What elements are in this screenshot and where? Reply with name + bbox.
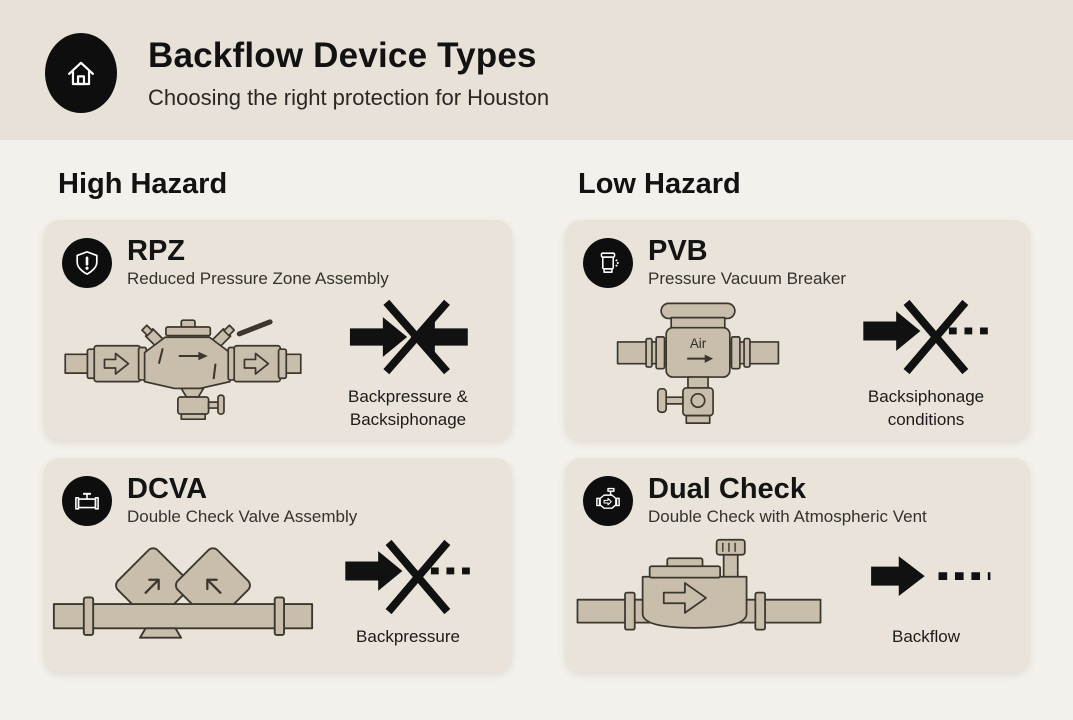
card-dual-header: Dual Check Double Check with Atmospheric… xyxy=(565,458,1030,529)
card-pvb-titles: PVB Pressure Vacuum Breaker xyxy=(648,236,846,289)
pvb-assembly-diagram: Air xyxy=(603,295,793,429)
protection-label: Backflow xyxy=(891,626,961,646)
card-dual-titles: Dual Check Double Check with Atmospheric… xyxy=(648,474,927,527)
card-rpz-titles: RPZ Reduced Pressure Zone Assembly xyxy=(127,236,389,289)
card-pvb-header: PVB Pressure Vacuum Breaker xyxy=(565,220,1030,291)
dcva-flow-block: Backpressure xyxy=(320,533,496,648)
card-pvb: PVB Pressure Vacuum Breaker xyxy=(565,220,1030,440)
card-dual-body: Backflow xyxy=(565,529,1030,655)
card-rpz-header: RPZ Reduced Pressure Zone Assembly xyxy=(44,220,512,291)
dual-check-valve-icon xyxy=(583,475,633,526)
card-dual-check: Dual Check Double Check with Atmospheric… xyxy=(565,458,1030,672)
protection-label: Backpressure xyxy=(356,626,460,646)
device-full-name: Reduced Pressure Zone Assembly xyxy=(127,269,389,289)
card-rpz-body: Backpressure & Backsiphonage xyxy=(44,291,512,436)
device-abbr: Dual Check xyxy=(648,473,806,505)
logo-circle xyxy=(45,33,117,113)
vacuum-breaker-icon xyxy=(583,237,633,288)
card-dcva-titles: DCVA Double Check Valve Assembly xyxy=(127,474,357,527)
flow-blocked-dashed-icon xyxy=(859,293,993,381)
pvb-flow-block: Backsiphonage conditions xyxy=(838,293,1014,430)
page-subtitle: Choosing the right protection for Housto… xyxy=(148,85,550,110)
page-title: Backflow Device Types xyxy=(148,36,537,75)
card-dcva-header: DCVA Double Check Valve Assembly xyxy=(44,458,512,529)
device-abbr: RPZ xyxy=(127,235,185,267)
device-full-name: Double Check Valve Assembly xyxy=(127,507,358,527)
shield-alert-icon xyxy=(62,237,112,288)
dcva-assembly-diagram xyxy=(52,531,314,649)
house-icon xyxy=(59,51,103,95)
protection-label: Backpressure & Backsiphonage xyxy=(348,387,468,429)
flow-blocked-dashed-icon xyxy=(341,533,475,621)
rpz-assembly-diagram xyxy=(52,298,314,426)
header-band: Backflow Device Types Choosing the right… xyxy=(0,0,1073,140)
protection-label: Backsiphonage conditions xyxy=(867,387,985,429)
device-abbr: DCVA xyxy=(127,473,208,505)
flow-blocked-both-directions-icon xyxy=(343,293,473,381)
air-label: Air xyxy=(690,336,707,351)
dual-flow-block: Backflow xyxy=(838,533,1014,648)
device-full-name: Double Check with Atmospheric Vent xyxy=(648,507,927,527)
column-heading-low-hazard: Low Hazard xyxy=(578,168,741,200)
check-valve-icon xyxy=(62,475,112,526)
card-rpz: RPZ Reduced Pressure Zone Assembly xyxy=(44,220,512,440)
flow-dashed-icon xyxy=(859,533,993,621)
device-abbr: PVB xyxy=(648,235,708,267)
card-dcva: DCVA Double Check Valve Assembly xyxy=(44,458,512,672)
column-heading-high-hazard: High Hazard xyxy=(58,168,228,200)
rpz-flow-block: Backpressure & Backsiphonage xyxy=(320,293,496,430)
dual-check-diagram xyxy=(573,531,825,649)
device-full-name: Pressure Vacuum Breaker xyxy=(648,269,847,289)
card-pvb-body: Air Backsiphonage conditions xyxy=(565,291,1030,436)
card-dcva-body: Backpressure xyxy=(44,529,512,655)
